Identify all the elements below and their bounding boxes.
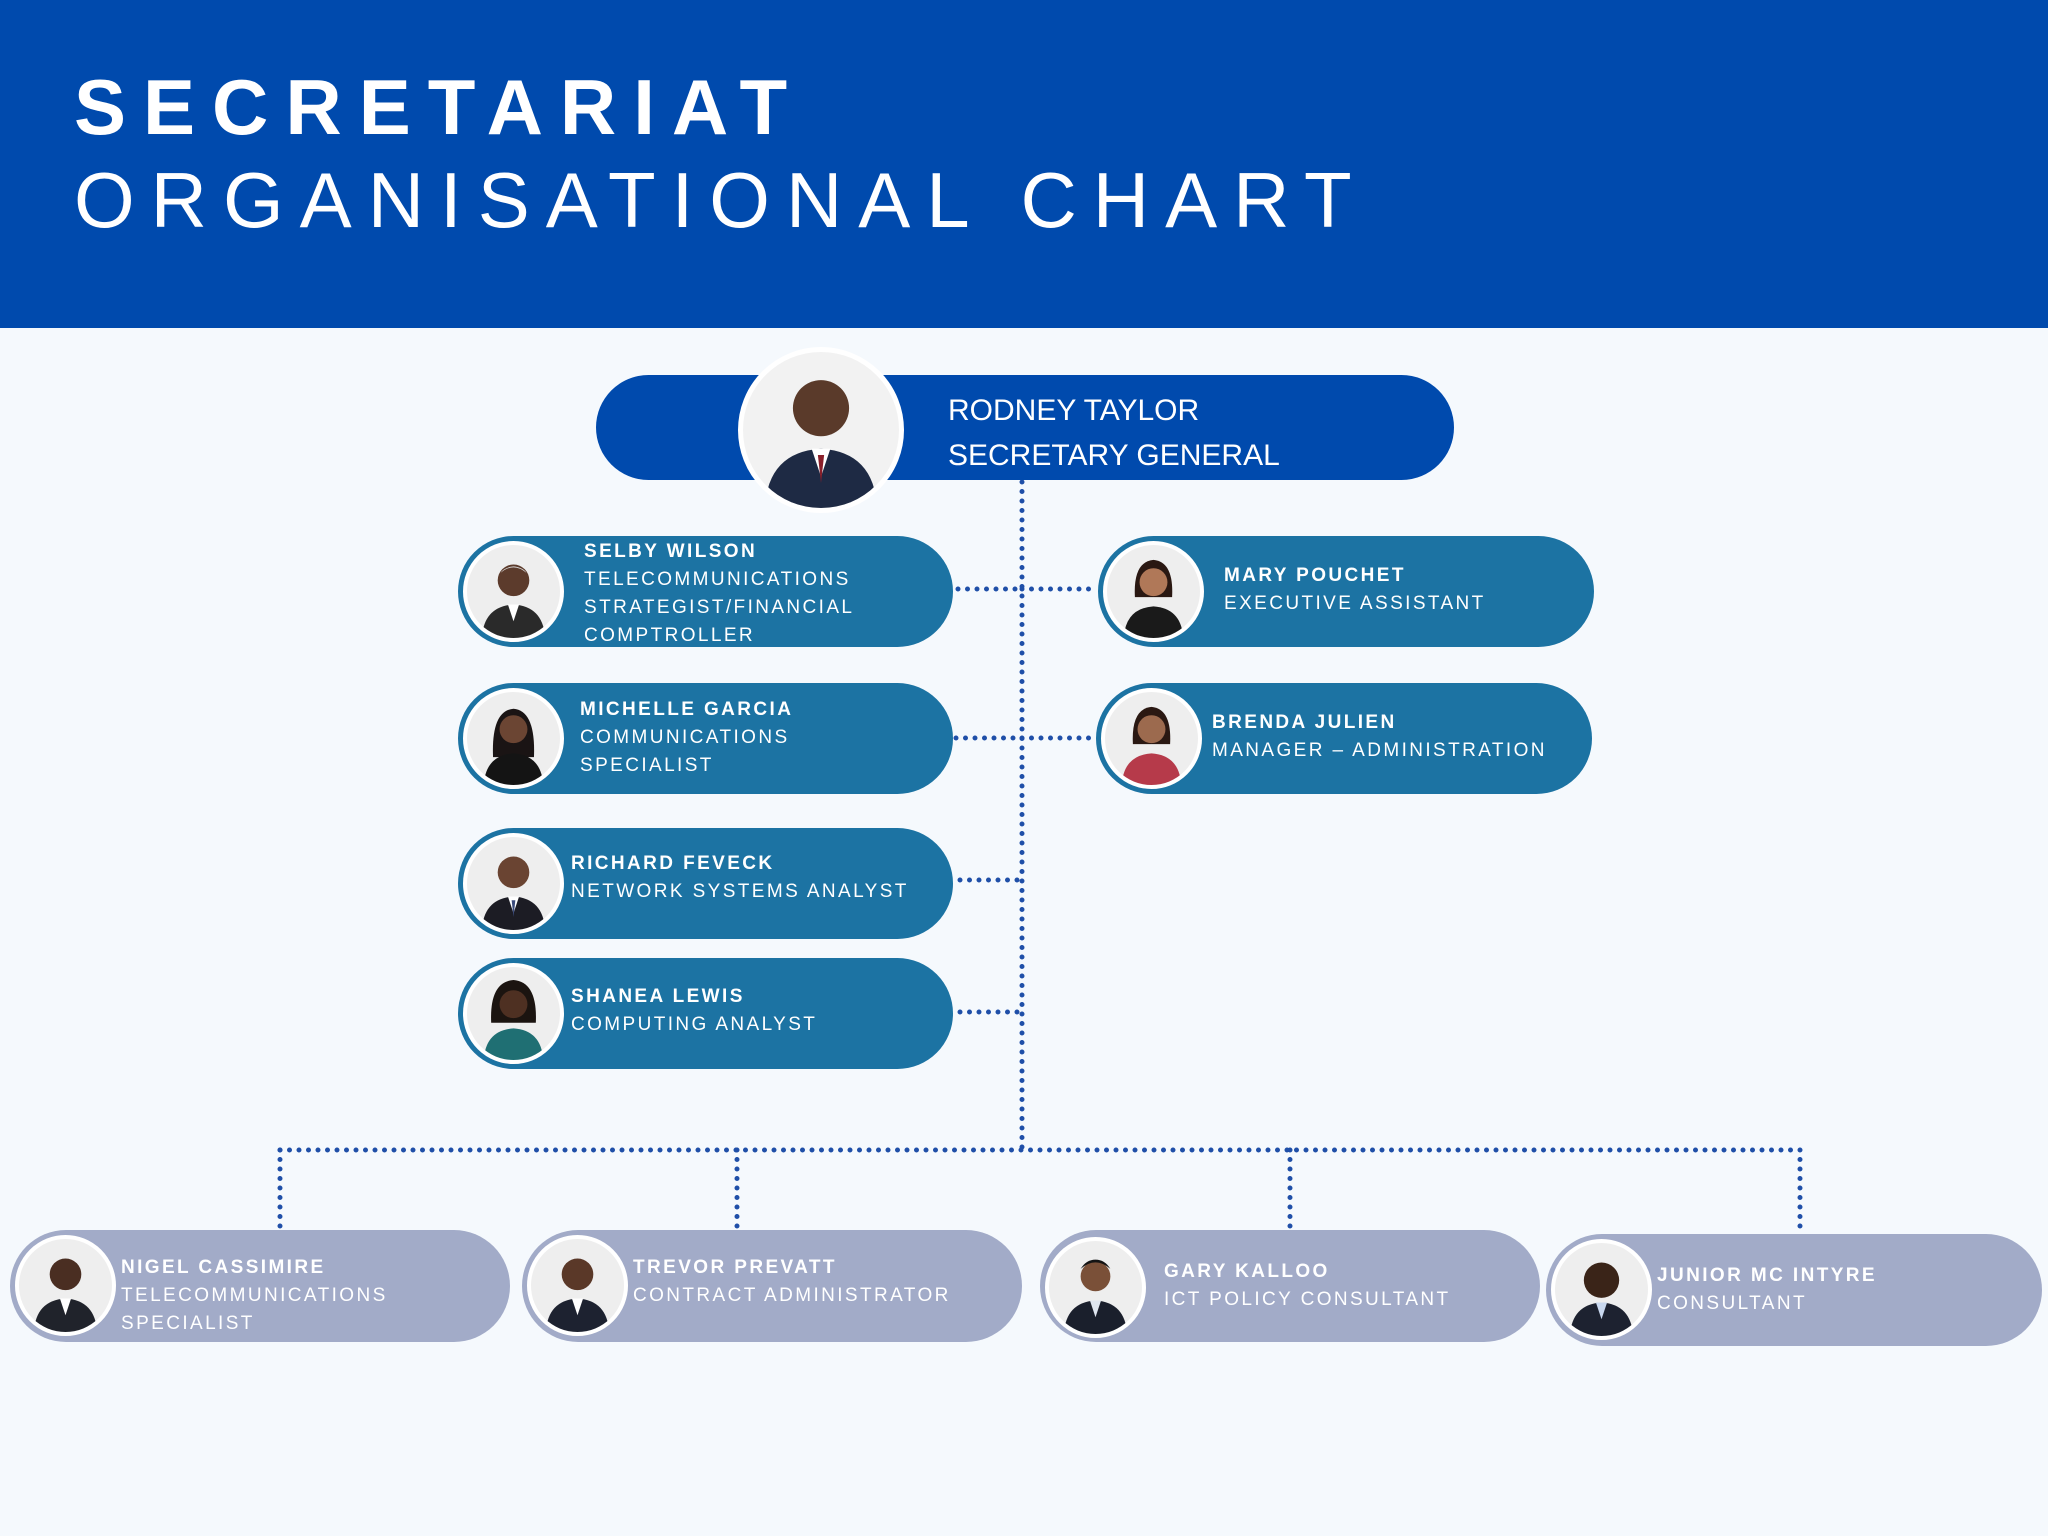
text-michelle-garcia: MICHELLE GARCIA COMMUNICATIONS SPECIALIS… bbox=[580, 696, 793, 780]
head-name: RODNEY TAYLOR bbox=[948, 394, 1200, 427]
text-selby-wilson: SELBY WILSON TELECOMMUNICATIONS STRATEGI… bbox=[584, 538, 854, 650]
person-role: COMPUTING ANALYST bbox=[571, 1014, 818, 1035]
avatar-nigel-cassimire bbox=[15, 1235, 116, 1336]
person-role: NETWORK SYSTEMS ANALYST bbox=[571, 881, 909, 902]
text-trevor-prevatt: TREVOR PREVATT CONTRACT ADMINISTRATOR bbox=[633, 1254, 951, 1310]
person-role: STRATEGIST/FINANCIAL bbox=[584, 597, 855, 618]
avatar-selby-wilson bbox=[463, 541, 564, 642]
person-name: SHANEA LEWIS bbox=[571, 986, 745, 1007]
text-gary-kalloo: GARY KALLOO ICT POLICY CONSULTANT bbox=[1164, 1258, 1451, 1314]
avatar-gary-kalloo bbox=[1045, 1237, 1146, 1338]
text-richard-feveck: RICHARD FEVECK NETWORK SYSTEMS ANALYST bbox=[571, 850, 909, 906]
text-shanea-lewis: SHANEA LEWIS COMPUTING ANALYST bbox=[571, 983, 817, 1039]
avatar-richard-feveck bbox=[463, 833, 564, 934]
avatar-shanea-lewis bbox=[463, 963, 564, 1064]
person-role: MANAGER – ADMINISTRATION bbox=[1212, 740, 1547, 761]
person-name: RICHARD FEVECK bbox=[571, 853, 775, 874]
person-role: CONSULTANT bbox=[1657, 1293, 1807, 1314]
person-role: COMMUNICATIONS bbox=[580, 727, 790, 748]
head-text: RODNEY TAYLOR SECRETARY GENERAL bbox=[948, 388, 1280, 478]
person-role: ICT POLICY CONSULTANT bbox=[1164, 1289, 1451, 1310]
text-brenda-julien: BRENDA JULIEN MANAGER – ADMINISTRATION bbox=[1212, 709, 1547, 765]
person-name: NIGEL CASSIMIRE bbox=[121, 1257, 326, 1278]
header-banner: SECRETARIAT ORGANISATIONAL CHART bbox=[0, 0, 2048, 328]
person-name: JUNIOR MC INTYRE bbox=[1657, 1265, 1877, 1286]
person-role: SPECIALIST bbox=[580, 755, 714, 776]
avatar-mary-pouchet bbox=[1103, 541, 1204, 642]
person-name: MICHELLE GARCIA bbox=[580, 699, 794, 720]
avatar-michelle-garcia bbox=[463, 688, 564, 789]
avatar-brenda-julien bbox=[1101, 688, 1202, 789]
text-nigel-cassimire: NIGEL CASSIMIRE TELECOMMUNICATIONS SPECI… bbox=[121, 1254, 388, 1338]
avatar-rodney-taylor bbox=[738, 347, 904, 513]
person-name: BRENDA JULIEN bbox=[1212, 712, 1397, 733]
person-name: GARY KALLOO bbox=[1164, 1261, 1330, 1282]
title-line-1: SECRETARIAT bbox=[74, 63, 805, 151]
person-name: SELBY WILSON bbox=[584, 541, 758, 562]
head-role: SECRETARY GENERAL bbox=[948, 439, 1280, 472]
avatar-junior-mc-intyre bbox=[1551, 1239, 1652, 1340]
avatar-trevor-prevatt bbox=[527, 1235, 628, 1336]
person-role: SPECIALIST bbox=[121, 1313, 255, 1334]
text-mary-pouchet: MARY POUCHET EXECUTIVE ASSISTANT bbox=[1224, 562, 1486, 618]
person-role: COMPTROLLER bbox=[584, 625, 756, 646]
title-line-2: ORGANISATIONAL CHART bbox=[74, 156, 1368, 244]
person-role: EXECUTIVE ASSISTANT bbox=[1224, 593, 1486, 614]
person-role: TELECOMMUNICATIONS bbox=[121, 1285, 388, 1306]
text-junior-mc-intyre: JUNIOR MC INTYRE CONSULTANT bbox=[1657, 1262, 1877, 1318]
person-role: CONTRACT ADMINISTRATOR bbox=[633, 1285, 951, 1306]
person-name: MARY POUCHET bbox=[1224, 565, 1406, 586]
person-role: TELECOMMUNICATIONS bbox=[584, 569, 851, 590]
person-name: TREVOR PREVATT bbox=[633, 1257, 837, 1278]
